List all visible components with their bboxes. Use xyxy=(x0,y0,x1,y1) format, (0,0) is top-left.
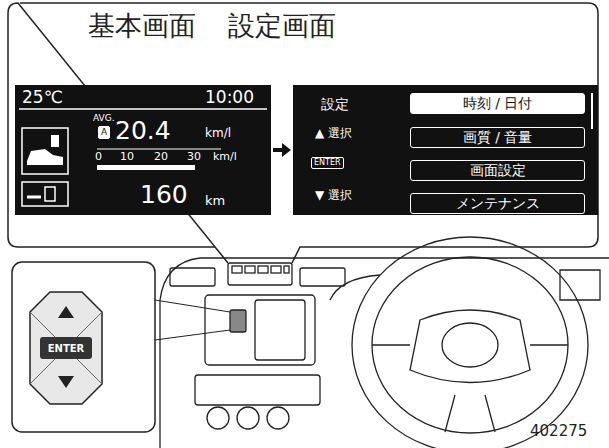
screen-text: 20.4 xyxy=(115,118,171,143)
screen-heading: 設定画面 xyxy=(228,12,336,39)
screen-text: 10 xyxy=(120,151,134,162)
switch-lines xyxy=(30,312,102,384)
screen-text: km/l xyxy=(213,151,237,162)
leader-line xyxy=(155,300,230,340)
screen-text: 25℃ xyxy=(22,89,63,106)
screen-text: 画質 / 音量 xyxy=(463,129,533,147)
screen-text: km xyxy=(205,194,225,207)
screen-text: ENTER xyxy=(48,343,85,354)
screen-text: 160 xyxy=(140,182,188,207)
screen-text: 30 xyxy=(187,151,201,162)
screen-text: 設定 xyxy=(321,97,349,111)
screen-text: 時刻 / 日付 xyxy=(463,95,533,113)
screen-text: ▲ 選択 xyxy=(315,127,352,139)
menu-button: 画面設定 xyxy=(410,160,585,181)
scrollbar xyxy=(591,93,593,129)
menu-button: メンテナンス xyxy=(410,193,585,214)
screen-text: メンテナンス xyxy=(456,195,540,213)
enter-key: ENTER xyxy=(40,337,92,359)
arrow-connector xyxy=(273,143,291,157)
menu-button: 画質 / 音量 xyxy=(410,127,585,148)
callout-outline xyxy=(8,3,598,263)
screen-text: 10:00 xyxy=(205,89,254,106)
menu-button: 時刻 / 日付 xyxy=(410,93,585,114)
screen-text: km/l xyxy=(205,127,231,139)
basic-screen: 25℃ 10:00AVG. A 20.4 km/l 0 10 20 30 km/l 160 km xyxy=(15,85,271,215)
switch-bezel xyxy=(30,292,102,404)
screen-text: 20 xyxy=(154,151,168,162)
arrowhead xyxy=(282,143,291,157)
screen-text: 0 xyxy=(95,151,102,162)
screen-text: AVG. xyxy=(93,114,115,123)
screen-text: ▼ 選択 xyxy=(315,189,352,201)
screen-heading: 基本画面 xyxy=(88,12,196,39)
screen-text: A xyxy=(98,126,110,139)
screen-text: 画面設定 xyxy=(470,162,526,180)
inset-box xyxy=(12,262,155,432)
connector-line xyxy=(273,148,282,152)
screen-text: ENTER xyxy=(311,157,344,169)
dashboard-drawing xyxy=(160,237,609,448)
settings-screen: 設定 ▲ 選択 ENTER ▼ 選択 時刻 / 日付画質 / 音量画面設定メンテナンス xyxy=(293,85,598,215)
figure-number: 402275 xyxy=(530,424,587,439)
